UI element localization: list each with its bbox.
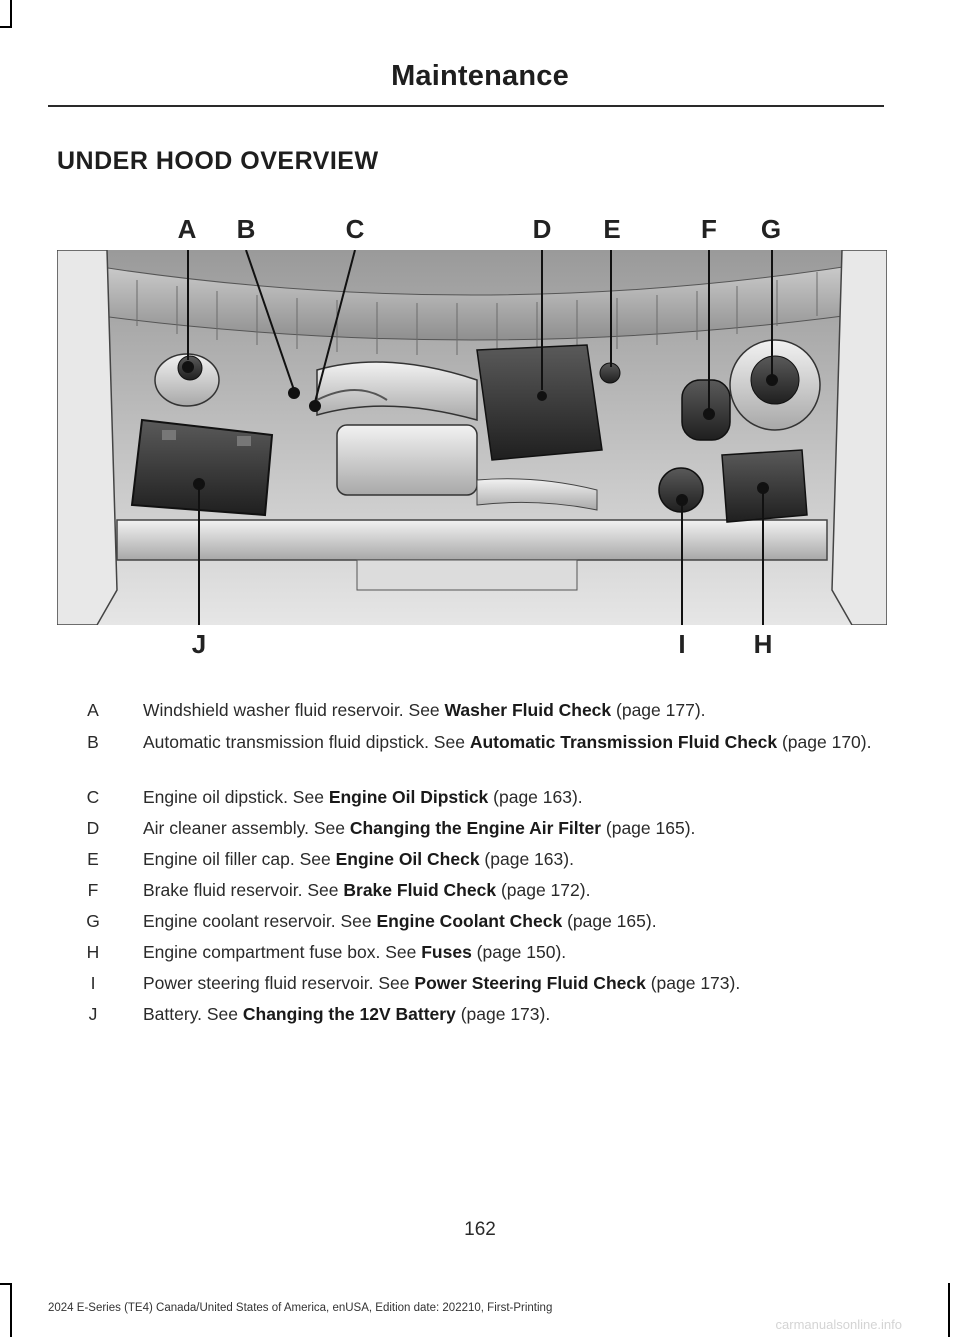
legend-description: Air cleaner assembly. See Changing the E… xyxy=(143,818,696,838)
legend-description: Engine compartment fuse box. See Fuses (… xyxy=(143,942,567,962)
header-rule xyxy=(48,105,884,107)
legend-description: Engine coolant reservoir. See Engine Coo… xyxy=(143,911,657,931)
cross-reference-link[interactable]: Changing the 12V Battery xyxy=(242,1004,456,1024)
legend-description: Power steering fluid reservoir. See Powe… xyxy=(143,973,741,993)
legend-key: A xyxy=(87,700,99,720)
section-title: UNDER HOOD OVERVIEW xyxy=(57,147,379,175)
legend-description: Battery. See Changing the 12V Battery (p… xyxy=(143,1004,551,1024)
legend-key: J xyxy=(88,1004,98,1024)
legend-description: Windshield washer fluid reservoir. See W… xyxy=(143,700,706,720)
page-header-title: Maintenance xyxy=(391,60,569,92)
legend-key: E xyxy=(87,849,99,869)
crop-mark-bottom-right xyxy=(948,1283,950,1337)
legend-key: B xyxy=(87,732,99,752)
callout-letter-b: B xyxy=(236,214,256,244)
engine-bay-illustration xyxy=(57,250,887,625)
cross-reference-link[interactable]: Changing the Engine Air Filter xyxy=(349,818,602,838)
callout-letter-d: D xyxy=(532,214,552,244)
page-number: 162 xyxy=(464,1219,496,1240)
watermark: carmanualsonline.info xyxy=(775,1317,902,1332)
crop-mark-top-left-h xyxy=(0,26,12,28)
legend-description: Engine oil dipstick. See Engine Oil Dips… xyxy=(143,787,583,807)
legend-key: C xyxy=(86,787,100,807)
edition-footer: 2024 E-Series (TE4) Canada/United States… xyxy=(48,1302,553,1314)
legend-key: I xyxy=(90,973,96,993)
callout-letter-h: H xyxy=(753,629,773,659)
crop-mark-bottom-left-h xyxy=(0,1283,12,1285)
cross-reference-link[interactable]: Brake Fluid Check xyxy=(343,880,497,900)
legend-description: Brake fluid reservoir. See Brake Fluid C… xyxy=(143,880,591,900)
cross-reference-link[interactable]: Engine Oil Dipstick xyxy=(328,787,489,807)
callout-letter-g: G xyxy=(760,214,782,244)
cross-reference-link[interactable]: Fuses xyxy=(421,942,472,962)
callout-letter-i: I xyxy=(678,629,686,659)
legend-key: H xyxy=(86,942,100,962)
legend-key: F xyxy=(87,880,99,900)
callout-letter-e: E xyxy=(603,214,621,244)
crop-mark-top-left xyxy=(10,0,12,28)
legend-key: D xyxy=(86,818,100,838)
crop-mark-bottom-left xyxy=(10,1283,12,1337)
callout-letter-f: F xyxy=(701,214,717,244)
cross-reference-link[interactable]: Automatic Transmission Fluid Check xyxy=(469,732,778,752)
legend-description: Engine oil filler cap. See Engine Oil Ch… xyxy=(143,849,574,869)
cross-reference-link[interactable]: Washer Fluid Check xyxy=(444,700,612,720)
callout-letter-a: A xyxy=(177,214,197,244)
legend-key: G xyxy=(86,911,100,931)
cross-reference-link[interactable]: Engine Coolant Check xyxy=(376,911,563,931)
callout-letter-c: C xyxy=(345,214,365,244)
cross-reference-link[interactable]: Engine Oil Check xyxy=(335,849,480,869)
legend-description: Automatic transmission fluid dipstick. S… xyxy=(143,732,872,752)
callout-letter-j: J xyxy=(191,629,207,659)
cross-reference-link[interactable]: Power Steering Fluid Check xyxy=(414,973,646,993)
